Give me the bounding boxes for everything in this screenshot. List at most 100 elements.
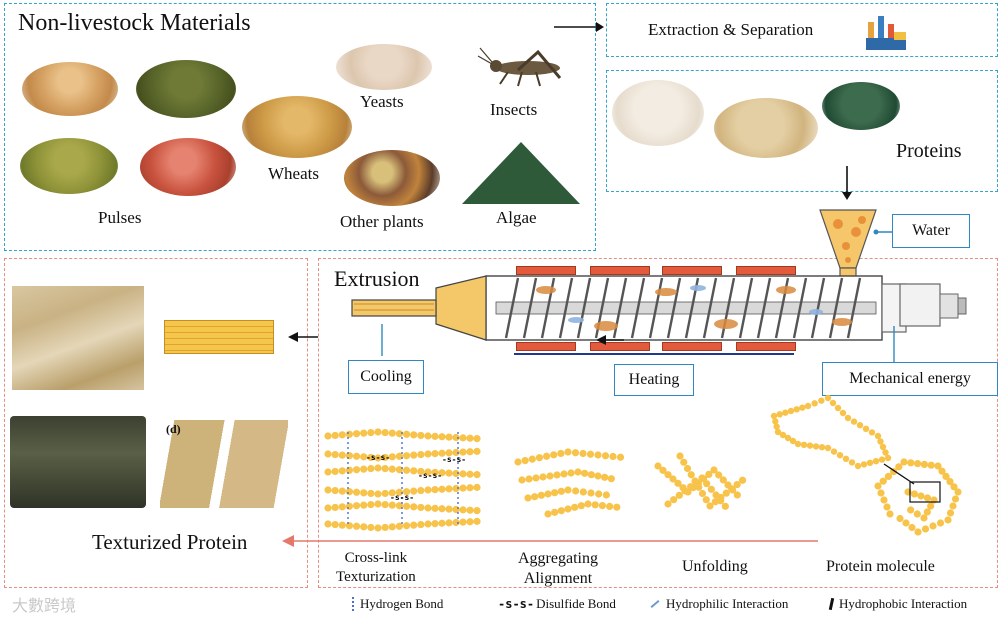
- heater-block: [516, 342, 576, 351]
- bead-chain: [904, 488, 938, 522]
- heater-block: [662, 342, 722, 351]
- wheat-pile: [242, 96, 352, 158]
- stage-unfolding: Unfolding: [682, 558, 748, 575]
- splitpea-pile: [20, 138, 118, 194]
- heater-block: [590, 342, 650, 351]
- legend-disulfide-label: Disulfide Bond: [536, 596, 616, 611]
- bead-chain: [324, 447, 481, 462]
- proteins-panel: [606, 70, 998, 192]
- legend-hydrophilic-label: Hydrophilic Interaction: [666, 596, 789, 611]
- stage-protein-molecule: Protein molecule: [826, 558, 935, 575]
- label-other-plants: Other plants: [340, 212, 424, 231]
- bead-chain: [874, 458, 962, 536]
- bead-chain: [324, 483, 481, 498]
- bead-chain: [518, 468, 615, 484]
- heating-bracket: [514, 353, 794, 355]
- texturized-photo-dark: [10, 416, 146, 508]
- legend-disulfide: -s-s- Disulfide Bond: [498, 596, 616, 612]
- bead-chain: [676, 452, 747, 510]
- factory-icon: [866, 16, 906, 50]
- bead-chain: [324, 517, 481, 532]
- protein-chains: -s-s--s-s--s-s--s-s-: [324, 394, 962, 536]
- fiber-bar: [164, 320, 274, 354]
- stage-aggregating-line2: Alignment: [523, 570, 593, 587]
- protein-powder-tan: [714, 98, 818, 158]
- label-algae: Algae: [496, 208, 537, 227]
- grasshopper-icon: [477, 47, 562, 87]
- heater-block: [736, 342, 796, 351]
- extraction-label: Extraction & Separation: [648, 20, 814, 39]
- hydrophobic-interaction-icon: [828, 597, 835, 611]
- texturized-panel: [4, 258, 308, 588]
- cooling-pointer: [381, 324, 383, 356]
- extruder-barrel: [351, 275, 907, 341]
- legend-hydrophilic: Hydrophilic Interaction: [650, 596, 788, 612]
- texturized-label: Texturized Protein: [92, 530, 248, 554]
- stage-crosslink-line2: Texturization: [336, 569, 416, 585]
- label-yeasts: Yeasts: [360, 92, 404, 111]
- materials-panel: [4, 3, 596, 251]
- heating-label: Heating: [628, 371, 680, 388]
- texturized-photo-cut: [160, 420, 288, 508]
- water-box: Water: [892, 214, 970, 248]
- cooling-label: Cooling: [360, 368, 412, 385]
- watermark: 大數跨境: [12, 596, 77, 615]
- legend-hydrogen-label: Hydrogen Bond: [360, 596, 444, 611]
- water-label: Water: [912, 222, 950, 239]
- disulfide-bond-mark: -s-s-: [390, 493, 414, 502]
- algae-pile: [462, 142, 580, 204]
- magnify-box: [909, 481, 941, 503]
- arrow-to-texturized: [288, 332, 318, 342]
- otherplants-pile: [344, 150, 440, 206]
- heater-block: [590, 266, 650, 275]
- protein-powder-white: [612, 80, 704, 146]
- bead-chain: [324, 428, 481, 443]
- mechanical-label: Mechanical energy: [849, 370, 971, 387]
- extraction-box: [606, 3, 998, 57]
- bead-chain: [514, 448, 625, 466]
- label-wheats: Wheats: [268, 164, 319, 183]
- bead-chain: [770, 394, 892, 470]
- peanut-pile: [140, 138, 236, 196]
- heating-box: Heating: [614, 364, 694, 396]
- label-insects: Insects: [490, 100, 538, 119]
- disulfide-bond-mark: -s-s-: [418, 471, 442, 480]
- protein-powder-green: [822, 82, 900, 130]
- arrow-to-extraction: [554, 22, 604, 32]
- hydrogen-bond-icon: [352, 597, 354, 611]
- legend-hydrogen: Hydrogen Bond: [352, 596, 443, 612]
- proteins-label: Proteins: [896, 140, 962, 162]
- mechanical-pointer: [893, 326, 895, 362]
- bead-chain: [324, 500, 481, 515]
- extrusion-label: Extrusion: [334, 266, 420, 291]
- cooling-box: Cooling: [348, 360, 424, 394]
- texturized-photo-top: [12, 286, 144, 390]
- arrow-proteins-to-hopper: [842, 166, 852, 200]
- extrusion-panel: [318, 258, 998, 588]
- yeast-pile: [336, 44, 432, 90]
- panel-letter-d: (d): [166, 422, 181, 436]
- chickpea-pile: [22, 62, 118, 116]
- materials-title: Non-livestock Materials: [18, 10, 251, 36]
- mungbean-pile: [136, 60, 236, 118]
- bead-chain: [544, 500, 621, 518]
- disulfide-bond-mark: -s-s-: [366, 453, 390, 462]
- stage-crosslink: Cross-link Texturization: [336, 549, 416, 587]
- magnify-arrow: [883, 463, 915, 485]
- label-pulses: Pulses: [98, 208, 142, 227]
- disulfide-bond-mark: -s-s-: [442, 455, 466, 464]
- stage-aggregating-line1: Aggregating: [518, 550, 598, 567]
- motor: [899, 283, 967, 327]
- heater-block: [736, 266, 796, 275]
- bead-chain: [324, 464, 481, 479]
- mechanical-energy-box: Mechanical energy: [822, 362, 998, 396]
- arrow-stages-to-texturized: [282, 535, 818, 547]
- heater-block: [662, 266, 722, 275]
- stage-crosslink-line1: Cross-link: [344, 550, 408, 566]
- disulfide-bond-icon: -s-s-: [498, 597, 535, 611]
- stage-aggregating: Aggregating Alignment: [518, 549, 598, 589]
- legend-hydrophobic: Hydrophobic Interaction: [828, 596, 968, 612]
- bead-chain: [524, 486, 610, 502]
- legend-hydrophobic-label: Hydrophobic Interaction: [839, 596, 968, 611]
- heater-block: [516, 266, 576, 275]
